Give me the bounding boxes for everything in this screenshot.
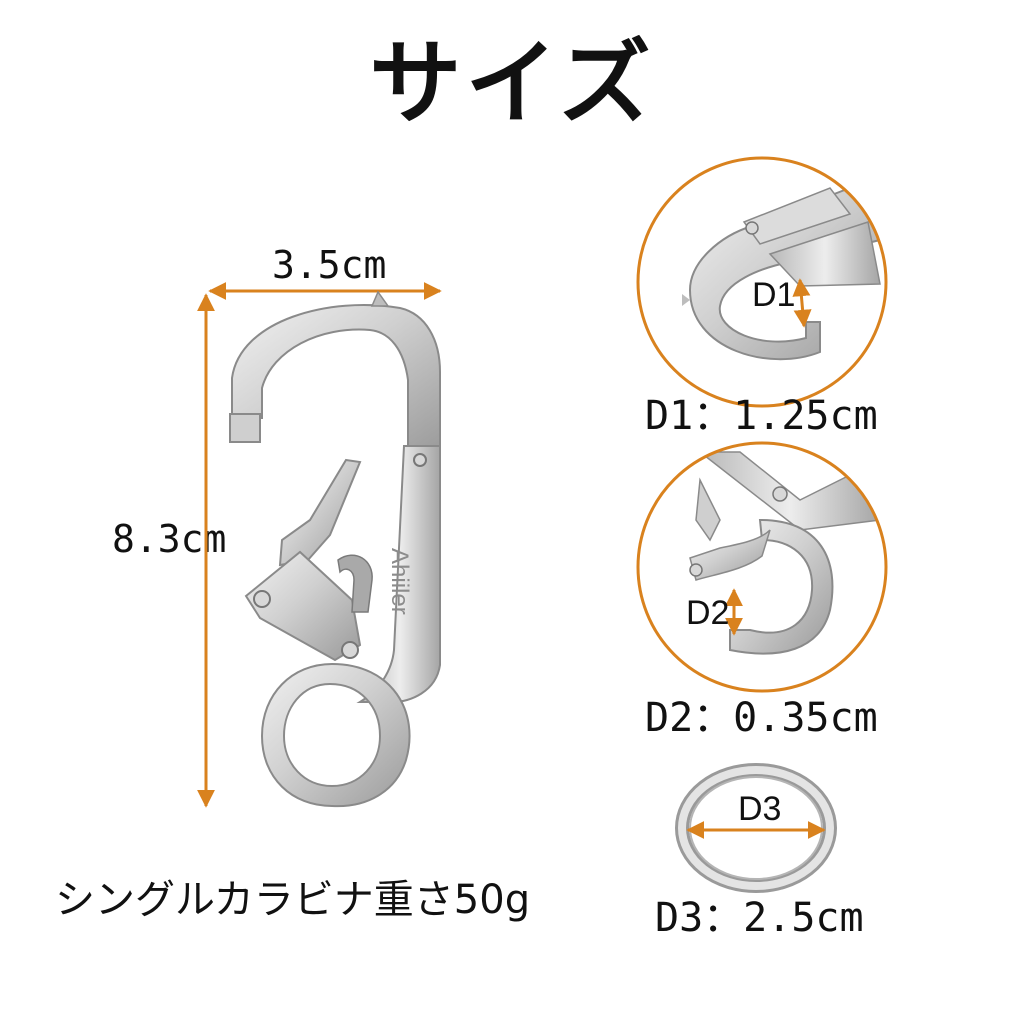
d1-measurement-label: D1：1.25cm (645, 393, 878, 439)
d2-measurement-label: D2：0.35cm (645, 695, 878, 741)
weight-caption: シングルカラビナ重さ50g (55, 877, 531, 923)
d1-measure-arrow (792, 278, 812, 328)
brand-engraving: Ahiiler (386, 548, 413, 615)
detail-d1: D1 (636, 156, 888, 408)
detail-d2: D2 (636, 441, 888, 693)
key-ring: D3 (675, 763, 837, 893)
d2-tag: D2 (686, 594, 729, 632)
width-dimension-label: 3.5cm (272, 243, 387, 287)
carabiner-illustration: Ahiiler (229, 290, 441, 808)
page-title: サイズ (369, 30, 655, 137)
d1-tag: D1 (752, 276, 795, 314)
d3-tag: D3 (738, 790, 781, 828)
d3-measurement-label: D3：2.5cm (655, 895, 864, 941)
